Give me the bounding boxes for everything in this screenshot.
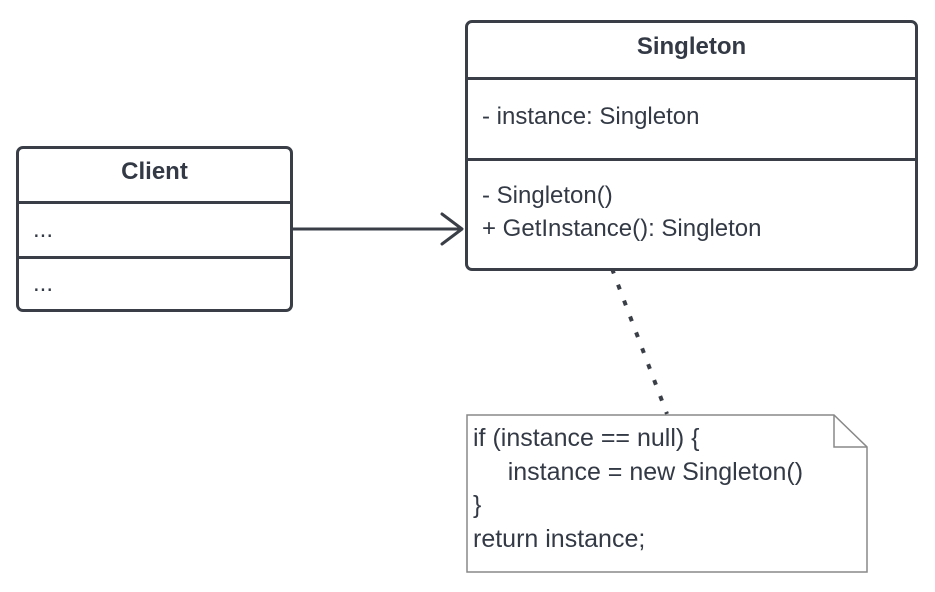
note-line: instance = new Singleton() (473, 457, 804, 486)
association-arrowhead (440, 212, 464, 246)
singleton-class-title: Singleton (636, 33, 747, 60)
client-class-methods: ... (19, 256, 290, 309)
note-line: } (473, 491, 482, 519)
note-line: if (instance == null) { (473, 424, 700, 452)
note-shape (466, 414, 868, 573)
note-line: return instance; (473, 524, 646, 553)
client-class[interactable]: Client ... ... (16, 146, 293, 312)
client-class-attributes: ... (19, 201, 290, 256)
note-text: if (instance == null) { instance = new S… (473, 422, 803, 556)
singleton-class-methods: - Singleton() + GetInstance(): Singleton (468, 158, 915, 268)
singleton-constructor: - Singleton() (482, 182, 613, 209)
note-fold (833, 415, 867, 448)
singleton-get-instance: + GetInstance(): Singleton (482, 215, 762, 242)
singleton-class[interactable]: Singleton - instance: Singleton - Single… (465, 20, 918, 271)
note-connector (598, 236, 669, 415)
singleton-class-attributes: - instance: Singleton (468, 77, 915, 158)
client-class-title: Client (121, 158, 188, 185)
